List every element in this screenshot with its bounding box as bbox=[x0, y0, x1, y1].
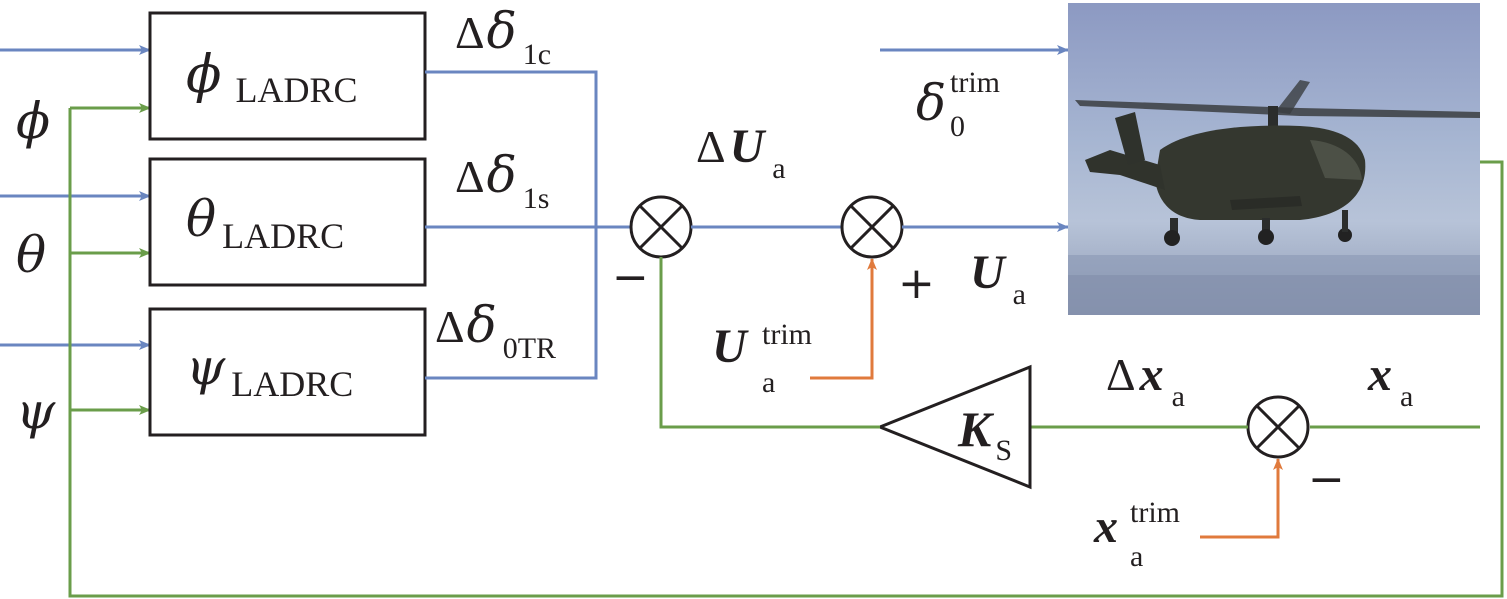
summing-junction-3 bbox=[1246, 395, 1310, 459]
d1c-line bbox=[425, 70, 598, 227]
gain-block-Ks bbox=[875, 364, 1032, 490]
Ua-trim-label: U trim a bbox=[712, 318, 812, 399]
psi-ladrc-block bbox=[148, 307, 427, 437]
gain-label: K S bbox=[957, 401, 1012, 467]
d0tr-line bbox=[425, 227, 598, 380]
xa-label: x a bbox=[1367, 348, 1413, 413]
summing-junction-1 bbox=[629, 195, 693, 259]
helicopter-plant bbox=[1068, 3, 1480, 315]
dUa-label: Δ U a bbox=[696, 120, 786, 185]
xa-trim-label: x trim a bbox=[1093, 496, 1180, 573]
svg-text:trim: trim bbox=[950, 66, 1000, 99]
phi-input-label: ϕ bbox=[16, 92, 50, 150]
svg-text:x: x bbox=[1093, 500, 1118, 553]
delta0-trim-label: δ trim 0 bbox=[916, 66, 1000, 143]
svg-text:0: 0 bbox=[950, 110, 965, 143]
d1s-label: Δ δ 1s bbox=[455, 146, 549, 215]
Ua-label: U a bbox=[970, 246, 1026, 311]
summing-junction-2 bbox=[840, 195, 904, 259]
theta-input-label: θ bbox=[16, 226, 46, 284]
phi-block-label: ϕ LADRC bbox=[186, 45, 357, 110]
svg-text:a: a bbox=[762, 366, 775, 399]
d0tr-label: Δ δ 0TR bbox=[435, 296, 556, 365]
xa-trim-line bbox=[1200, 458, 1283, 539]
dxa-label: Δ x a bbox=[1106, 348, 1185, 413]
theta-block-label: θ LADRC bbox=[186, 190, 344, 256]
theta-ladrc-block bbox=[148, 157, 427, 287]
sum3-minus-sign: − bbox=[1308, 454, 1345, 505]
sum2-plus-sign: + bbox=[898, 258, 935, 309]
svg-text:a: a bbox=[1130, 540, 1143, 573]
d1c-label: Δ δ 1c bbox=[455, 2, 551, 71]
outer-feedback-loop bbox=[68, 108, 1504, 598]
svg-text:U: U bbox=[712, 320, 749, 373]
psi-block-label: ψ LADRC bbox=[186, 338, 353, 404]
sum1-minus-sign: − bbox=[612, 252, 649, 303]
psi-input-label: ψ bbox=[16, 382, 56, 440]
svg-text:trim: trim bbox=[762, 318, 812, 351]
svg-text:trim: trim bbox=[1130, 496, 1180, 529]
Ua-trim-line bbox=[810, 258, 877, 380]
phi-ladrc-block bbox=[148, 11, 427, 141]
svg-text:δ: δ bbox=[916, 74, 946, 132]
helicopter-icon bbox=[1075, 80, 1480, 246]
gain-output-line bbox=[659, 257, 880, 429]
